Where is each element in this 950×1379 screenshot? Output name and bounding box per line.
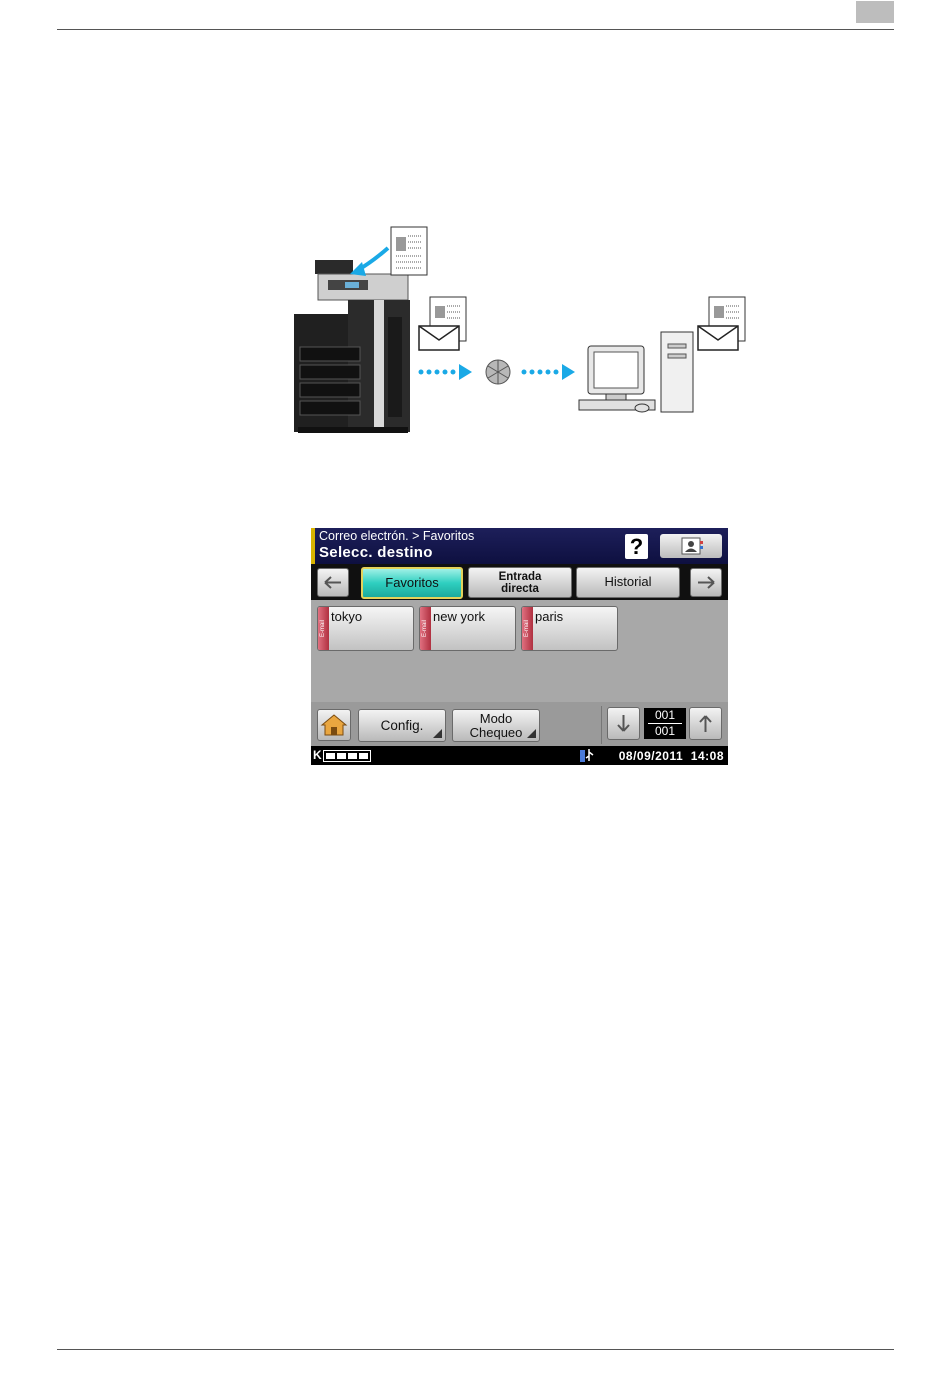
expand-corner-icon xyxy=(527,729,536,738)
arrow-left-icon xyxy=(318,569,348,596)
received-email-icon xyxy=(698,297,745,350)
section-tab-marker xyxy=(856,1,894,23)
help-button[interactable]: ? xyxy=(625,534,648,559)
expand-corner-icon xyxy=(433,729,442,738)
screen-title: Selecc. destino xyxy=(319,544,433,561)
arrow-up-icon xyxy=(690,708,721,739)
footer-rule xyxy=(57,1349,894,1350)
page-total: 001 xyxy=(644,724,686,739)
scan-to-email-illustration xyxy=(288,222,758,442)
tab-historial[interactable]: Historial xyxy=(576,567,680,598)
page-current: 001 xyxy=(644,708,686,723)
email-type-tag: E-mail xyxy=(522,607,533,650)
scroll-down-button[interactable] xyxy=(607,707,640,740)
toner-level-icon xyxy=(323,750,371,762)
usb-icon xyxy=(579,748,595,763)
destination-name: new york xyxy=(433,609,485,624)
original-document-icon xyxy=(391,227,427,275)
control-panel-screen: Correo electrón. > Favoritos Selecc. des… xyxy=(311,528,728,765)
scroll-up-button[interactable] xyxy=(689,707,722,740)
destination-button[interactable]: E-mail new york xyxy=(419,606,516,651)
status-bar: K 08/09/2011 14:08 xyxy=(311,746,728,765)
address-book-icon xyxy=(660,534,722,558)
arrow-right-icon xyxy=(691,569,721,596)
date-time: 08/09/2011 14:08 xyxy=(619,749,724,763)
destination-button[interactable]: E-mail tokyo xyxy=(317,606,414,651)
arrow-down-icon xyxy=(608,708,639,739)
tab-favoritos[interactable]: Favoritos xyxy=(361,567,463,599)
check-mode-button[interactable]: Modo Chequeo xyxy=(452,709,540,742)
destination-button[interactable]: E-mail paris xyxy=(521,606,618,651)
mfp-printer-icon xyxy=(294,260,410,433)
tab-entrada-directa[interactable]: Entrada directa xyxy=(468,567,572,598)
page-counter: 001 001 xyxy=(644,708,686,739)
home-button[interactable] xyxy=(317,709,351,741)
computer-icon xyxy=(579,332,693,412)
transfer-arrow-icon-2 xyxy=(522,364,576,380)
header-rule xyxy=(57,29,894,30)
email-type-tag: E-mail xyxy=(420,607,431,650)
next-tab-button[interactable] xyxy=(690,568,722,597)
destination-name: tokyo xyxy=(331,609,362,624)
email-type-tag: E-mail xyxy=(318,607,329,650)
prev-tab-button[interactable] xyxy=(317,568,349,597)
email-attachment-icon xyxy=(419,297,466,350)
network-globe-icon xyxy=(486,360,510,384)
toner-label: K xyxy=(313,748,322,762)
transfer-arrow-icon xyxy=(419,364,473,380)
destination-name: paris xyxy=(535,609,563,624)
config-button[interactable]: Config. xyxy=(358,709,446,742)
home-icon xyxy=(318,710,350,740)
toolbar-divider xyxy=(601,706,602,744)
breadcrumb: Correo electrón. > Favoritos xyxy=(319,529,474,543)
address-book-button[interactable] xyxy=(660,534,722,558)
